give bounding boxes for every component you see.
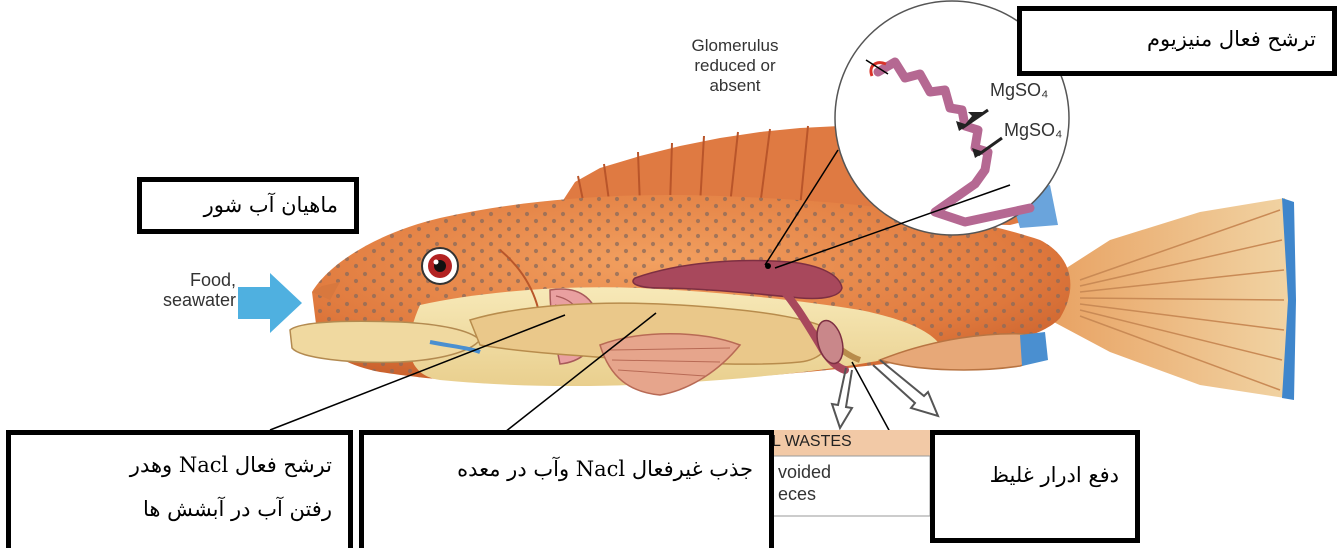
box-urine-text: دفع ادرار غلیظ [990, 463, 1119, 487]
box-stomach-absorption: جذب غیرفعال Nacl وآب در معده [359, 430, 774, 548]
glomerulus-line3: absent [675, 76, 795, 96]
food-line1: Food, [118, 270, 236, 290]
box-gill-secretion: ترشح فعال Nacl وهدر رفتن آب در آبشش ها [6, 430, 353, 548]
food-arrow [238, 273, 302, 333]
box-saltwater-fish: ماهیان آب شور [137, 177, 359, 234]
mgso4-label-1: MgSO₄ [990, 80, 1048, 101]
glomerulus-line1: Glomerulus [675, 36, 795, 56]
food-line2: seawater [118, 290, 236, 310]
box-urine-excretion: دفع ادرار غلیظ [930, 430, 1140, 543]
mgso4-label-2: MgSO₄ [1004, 120, 1062, 141]
wastes-heading: L WASTES [772, 433, 852, 451]
box-stomach-text: جذب غیرفعال Nacl وآب در معده [457, 457, 753, 481]
box-gill-line2: رفتن آب در آبشش ها [143, 497, 332, 521]
food-label: Food, seawater [118, 270, 236, 310]
glomerulus-label: Glomerulus reduced or absent [675, 36, 795, 96]
box-saltwater-fish-text: ماهیان آب شور [204, 193, 338, 217]
wastes-line1: voided [778, 462, 831, 483]
box-gill-line1: ترشح فعال Nacl وهدر [130, 453, 332, 477]
box-magnesium-text: ترشح فعال منیزیوم [1147, 27, 1316, 51]
box-magnesium-secretion: ترشح فعال منیزیوم [1017, 6, 1337, 76]
tail-fin [1040, 198, 1296, 400]
glomerulus-line2: reduced or [675, 56, 795, 76]
eye [422, 248, 458, 284]
pectoral-fin [600, 334, 740, 395]
wastes-line2: eces [778, 484, 816, 505]
